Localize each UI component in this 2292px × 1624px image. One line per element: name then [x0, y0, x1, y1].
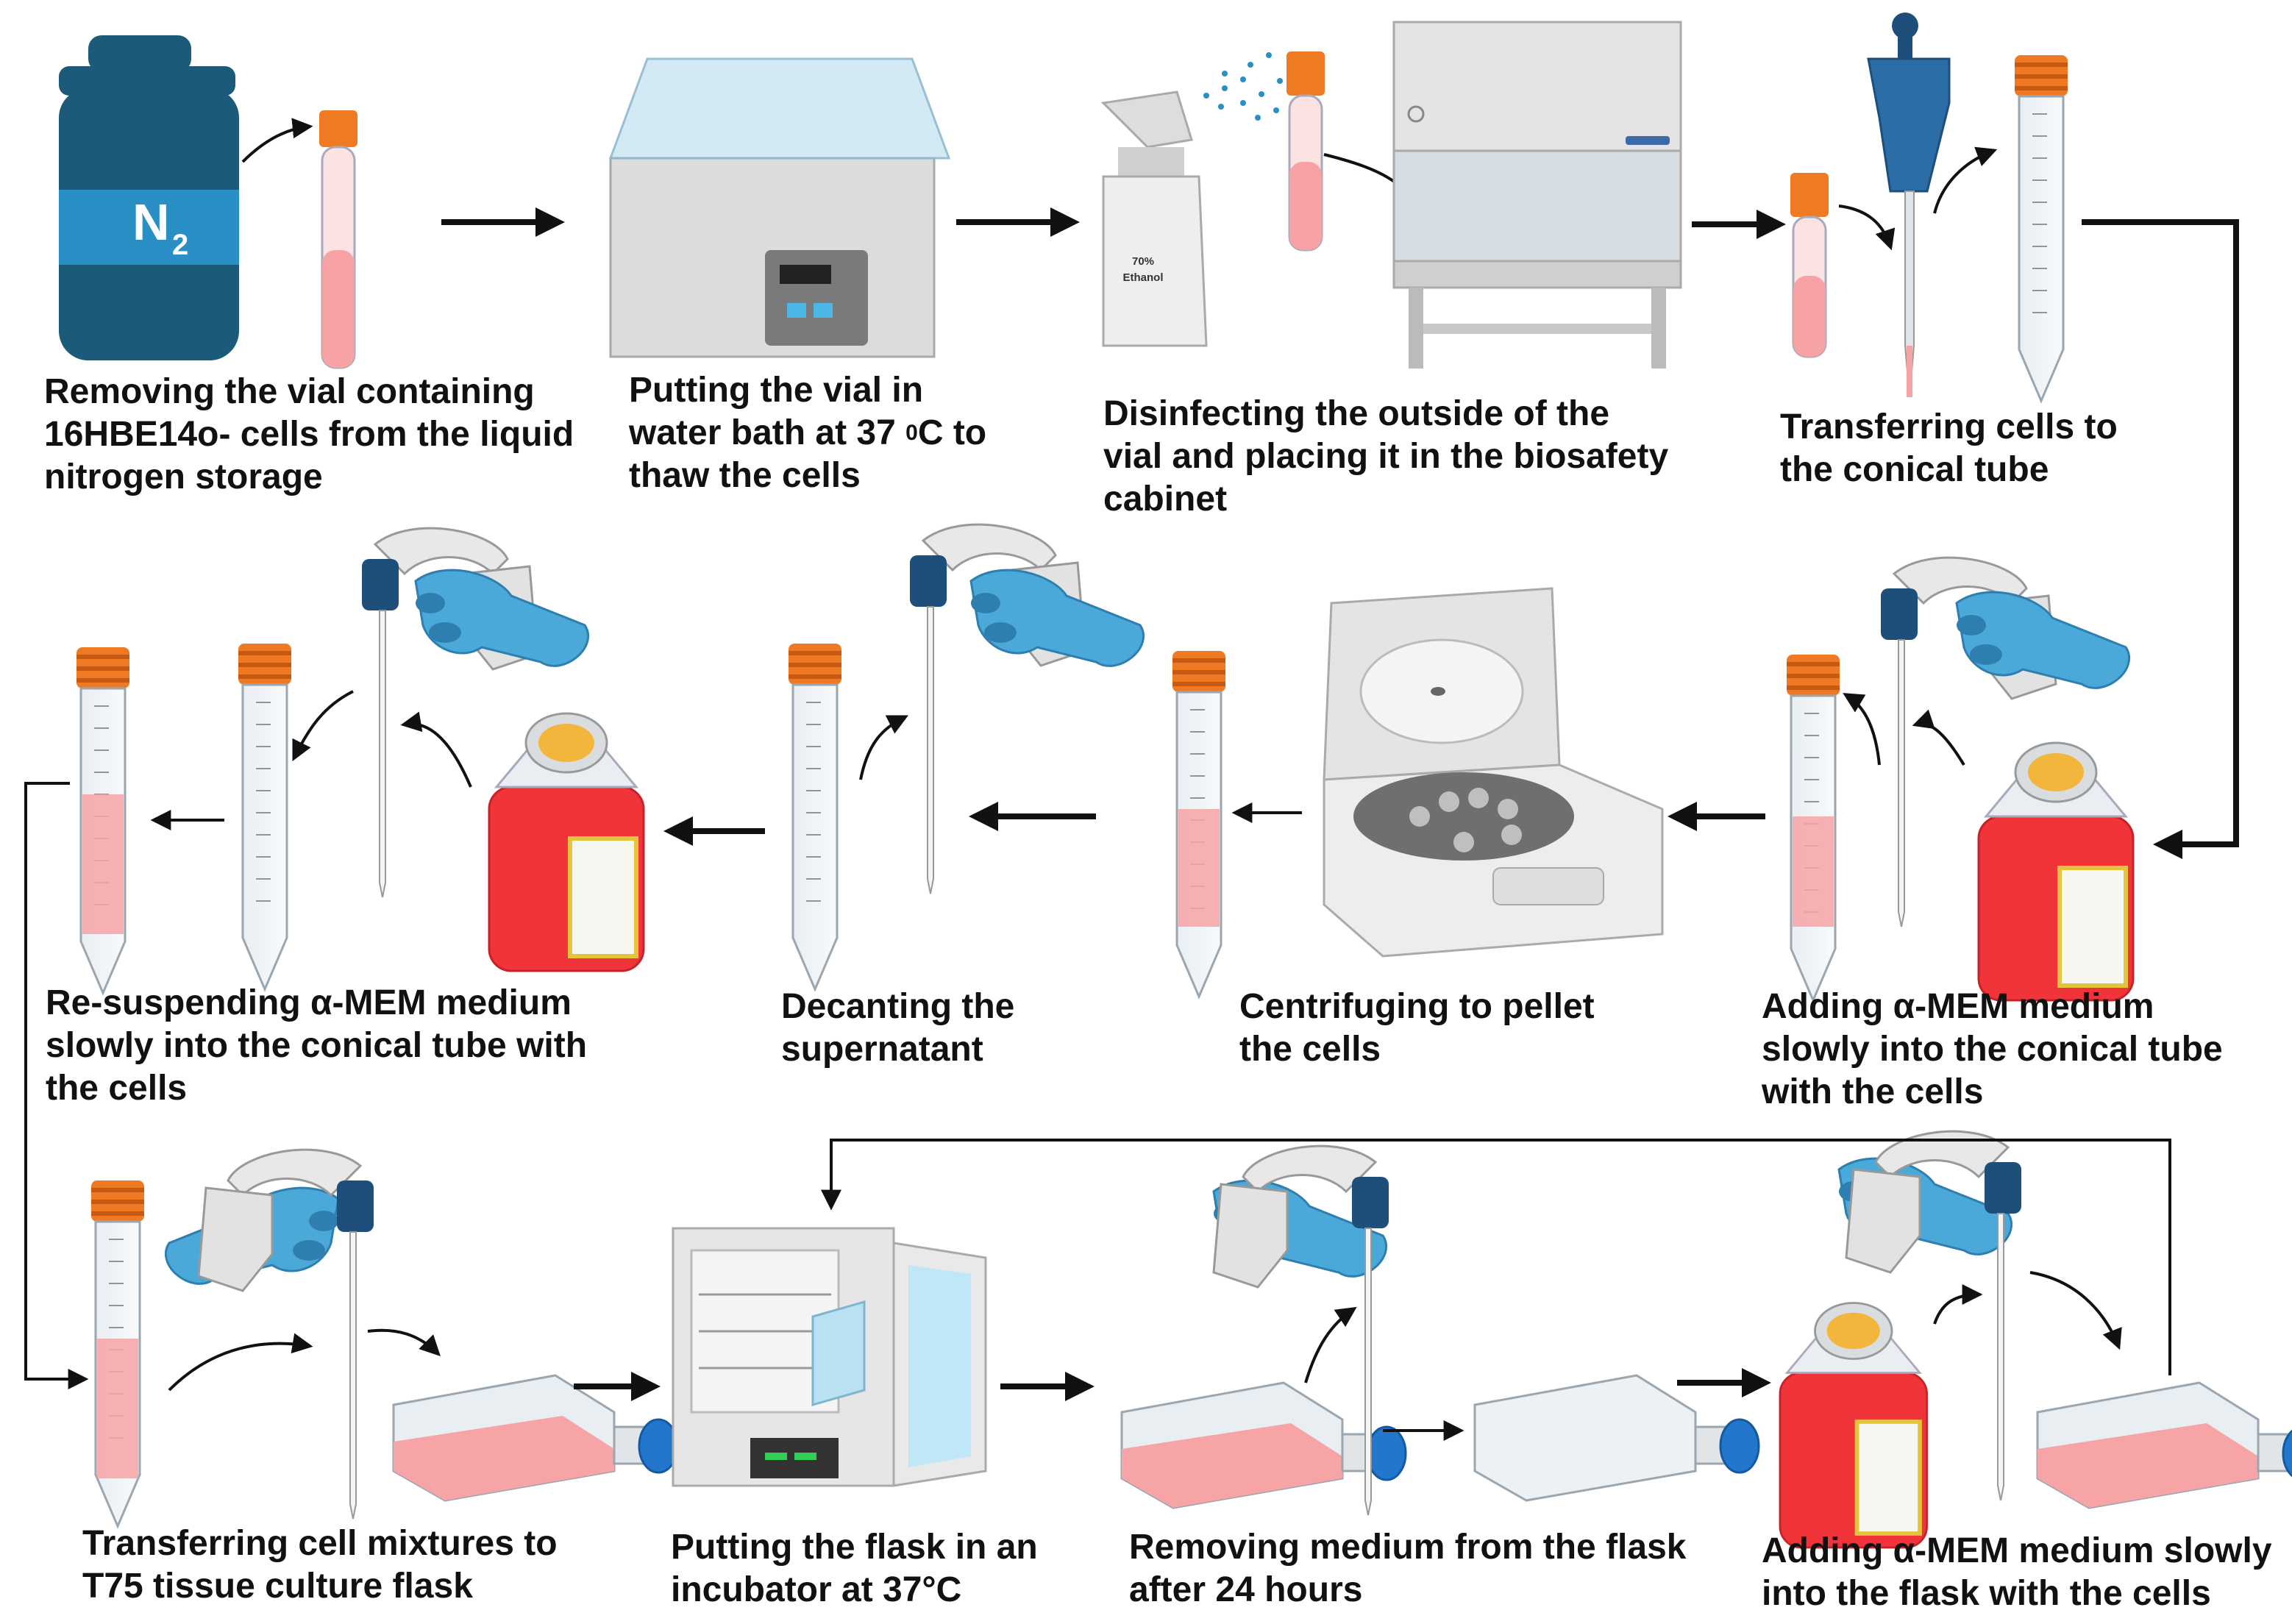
micropipette-icon [1867, 13, 1951, 398]
centrifuge-icon [1323, 587, 1664, 958]
flow-arrow [24, 782, 89, 1389]
culture-flask-icon [1120, 1381, 1407, 1509]
spray-mist-icon [1203, 52, 1283, 121]
dewar-symbol: N [132, 193, 170, 251]
flow-arrow [168, 1333, 313, 1392]
medium-bottle-icon [1979, 743, 2133, 1000]
medium-bottle-icon [1780, 1303, 1927, 1548]
culture-flask-icon [2036, 1381, 2292, 1509]
cryovial-icon [1790, 173, 1829, 358]
step-caption-water-bath: Putting the vial in water bath at 37 0C … [629, 371, 987, 495]
flow-arrow [241, 118, 313, 163]
flow-arrow [292, 690, 354, 762]
flow-arrow [859, 715, 909, 780]
flow-arrow [367, 1328, 441, 1356]
biosafety-cabinet-icon [1392, 21, 1682, 368]
cryovial-icon [1286, 51, 1325, 252]
incubator-icon [672, 1227, 987, 1487]
water-bath-icon [608, 57, 951, 358]
flow-arrow [400, 711, 472, 788]
conical-tube-icon [237, 642, 293, 991]
culture-flask-icon [392, 1374, 679, 1502]
spray-bottle-label-2: Ethanol [1123, 271, 1164, 284]
flow-arrow [1912, 709, 1965, 766]
flow-arrow [821, 1139, 2171, 1375]
flow-arrow [1843, 693, 1881, 766]
conical-tube-icon [2013, 54, 2069, 402]
empty-flask-icon [1473, 1374, 1760, 1502]
ethanol-spray-bottle-icon: 70% Ethanol [1100, 90, 1208, 347]
conical-tube-icon [787, 642, 843, 991]
flow-arrow [1304, 1306, 1357, 1383]
flow-arrow [1933, 146, 1998, 214]
flow-arrow [2082, 219, 2239, 859]
flow-arrow [2029, 1271, 2122, 1350]
dewar-subscript: 2 [172, 229, 188, 261]
spray-bottle-label-1: 70% [1132, 255, 1154, 268]
cryovial-icon [319, 110, 357, 369]
medium-bottle-icon [489, 713, 644, 971]
flow-arrow [1838, 204, 1896, 251]
liquid-nitrogen-dewar-icon: N 2 [59, 35, 239, 360]
flow-arrow [1933, 1284, 1983, 1325]
